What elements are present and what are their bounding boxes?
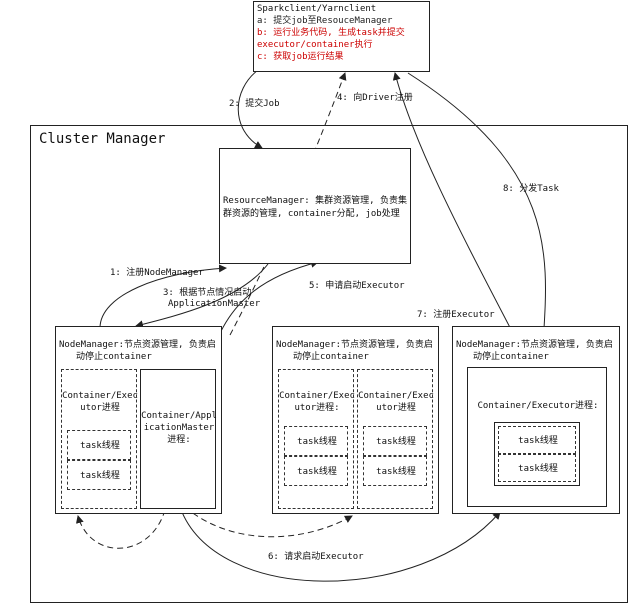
arrow-start-executor-local	[75, 509, 166, 549]
am-line3: 进程:	[167, 435, 191, 445]
rm-line1: ResourceManager: 集群资源管理, 负责集	[223, 196, 407, 206]
arrow-dispatch-task	[407, 72, 548, 346]
label-request-start-executor: 6: 请求启动Executor	[268, 552, 364, 562]
cluster-title: Cluster Manager	[39, 131, 166, 147]
node-manager-2: NodeManager:节点资源管理, 负责启 动停止container Con…	[272, 326, 439, 514]
task-label: task线程	[518, 436, 558, 446]
label-start-am-2: ApplicationMaster	[168, 299, 261, 309]
arrow-start-am	[135, 263, 269, 329]
node3-task-1: task线程	[498, 426, 576, 454]
task-label: task线程	[80, 441, 120, 451]
task-label: task线程	[376, 437, 416, 447]
arrow-register-driver	[229, 72, 347, 336]
node3-line1: NodeManager:节点资源管理, 负责启	[456, 340, 613, 350]
node1-line2: 动停止container	[76, 352, 152, 362]
client-line-a: a: 提交job至ResouceManager	[257, 16, 393, 26]
node2-executor-2: Container/Exec utor进程 task线程 task线程	[357, 369, 434, 509]
arrow-start-executor-node2	[184, 506, 353, 538]
client-title: Sparkclient/Yarnclient	[257, 4, 377, 14]
label-submit-job: 2: 提交Job	[229, 99, 280, 109]
arrow-submit-job	[237, 69, 263, 149]
node2-exec1-task-1: task线程	[284, 426, 348, 456]
task-label: task线程	[297, 437, 337, 447]
arrow-register-nodemanager	[99, 264, 227, 329]
node1-executor: Container/Exec utor进程 task线程 task线程	[61, 369, 138, 509]
node2-exec2-task-2: task线程	[363, 456, 427, 486]
rm-line2: 群资源的管理, container分配, job处理	[223, 209, 400, 219]
executor-line2: utor进程:	[294, 403, 340, 413]
cluster-manager-frame: Cluster Manager	[30, 125, 628, 603]
node2-line1: NodeManager:节点资源管理, 负责启	[276, 340, 433, 350]
executor-line2: utor进程	[376, 403, 416, 413]
client-line-b2: executor/container执行	[257, 40, 373, 50]
node1-app-master: Container/Appl icationMaster 进程:	[140, 369, 217, 509]
am-line2: icationMaster	[143, 423, 215, 433]
label-register-nodemanager: 1: 注册NodeManager	[110, 268, 204, 278]
task-label: task线程	[518, 464, 558, 474]
node3-executor: Container/Executor进程: task线程 task线程	[467, 367, 607, 507]
executor-line1: Container/Exec	[358, 391, 434, 401]
node1-executor-line2: utor进程	[80, 403, 120, 413]
node2-exec2-task-1: task线程	[363, 426, 427, 456]
label-register-executor: 7: 注册Executor	[417, 310, 495, 320]
label-register-driver: 4: 向Driver注册	[337, 93, 413, 103]
am-line1: Container/Appl	[141, 411, 217, 421]
node3-line2: 动停止container	[473, 352, 549, 362]
node1-executor-line1: Container/Exec	[62, 391, 138, 401]
node-manager-3: NodeManager:节点资源管理, 负责启 动停止container Con…	[452, 326, 620, 514]
arrow-request-start-executor	[179, 506, 501, 582]
node3-task-2: task线程	[498, 454, 576, 482]
label-start-am-1: 3: 根据节点情况启动	[163, 288, 252, 298]
task-label: task线程	[80, 471, 120, 481]
node1-task-1: task线程	[67, 430, 131, 460]
node3-task-group: task线程 task线程	[494, 422, 580, 486]
node2-exec1-task-2: task线程	[284, 456, 348, 486]
client-line-b1: b: 运行业务代码, 生成task并提交	[257, 28, 405, 38]
executor-line1: Container/Executor进程:	[477, 401, 599, 411]
task-label: task线程	[297, 467, 337, 477]
resource-manager-box: ResourceManager: 集群资源管理, 负责集 群资源的管理, con…	[219, 148, 411, 264]
node1-task-2: task线程	[67, 460, 131, 490]
task-label: task线程	[376, 467, 416, 477]
node2-executor-1: Container/Exec utor进程: task线程 task线程	[278, 369, 355, 509]
node2-line2: 动停止container	[293, 352, 369, 362]
client-line-c: c: 获取job运行结果	[257, 52, 344, 62]
arrow-register-executor	[392, 72, 531, 367]
label-request-executor: 5: 申请启动Executor	[309, 281, 405, 291]
node1-line1: NodeManager:节点资源管理, 负责启	[59, 340, 216, 350]
node-manager-1: NodeManager:节点资源管理, 负责启 动停止container Con…	[55, 326, 222, 514]
label-dispatch-task: 8: 分发Task	[503, 184, 559, 194]
client-box: Sparkclient/Yarnclient a: 提交job至ResouceM…	[253, 1, 430, 72]
executor-line1: Container/Exec	[279, 391, 355, 401]
